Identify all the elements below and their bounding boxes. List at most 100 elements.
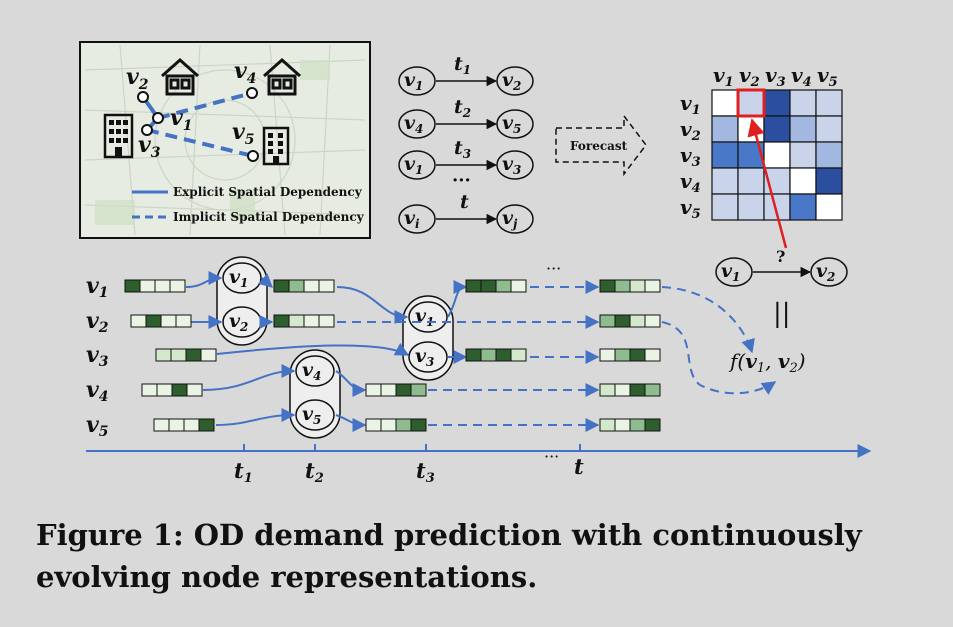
matrix-cell [815,115,843,143]
svg-text:v2: v2 [229,310,248,334]
matrix-cell [737,115,765,143]
matrix-cell [711,115,739,143]
embedding-bar [130,314,192,328]
forecast-label: Forecast [570,139,628,153]
row-label: v3 [86,342,109,370]
svg-text:v4: v4 [302,359,321,383]
map-node-v4 [246,87,258,99]
embedding-bar [465,348,527,362]
embedding-bar [599,279,661,293]
embedding-bar [599,348,661,362]
matrix-row-header: v5 [680,195,701,222]
matrix-cell [789,115,817,143]
matrix-cell [815,193,843,221]
map-node-v5 [247,150,259,162]
map-label-v4: v4 [234,58,257,87]
embedding-bar [273,279,335,293]
legend-implicit: Implicit Spatial Dependency [173,210,365,224]
embedding-bar [465,279,527,293]
dashed-flows [337,280,777,432]
interaction-ellipsis: ··· [452,170,471,191]
map-label-v3: v3 [138,132,161,161]
svg-text:vi: vi [404,207,420,231]
svg-text:?: ? [776,247,785,266]
svg-text:f(v1, v2): f(v1, v2) [728,349,806,376]
legend-explicit: Explicit Spatial Dependency [173,185,363,199]
pair-capsule-t3: v1 v3 [402,295,454,381]
row-label: v1 [86,273,109,301]
map-label-v1: v1 [170,105,193,134]
matrix-col-header: v5 [817,63,838,90]
map-node-v1 [152,112,164,124]
embedding-bars [124,279,661,432]
map-legend: Explicit Spatial Dependency Implicit Spa… [132,185,365,224]
matrix-col-header: v3 [765,63,786,90]
matrix-cell [737,193,765,221]
query-pointer-arrow [747,118,788,249]
matrix-cell [737,167,765,195]
embedding-bar [599,418,661,432]
matrix-cell [789,141,817,169]
interaction-3: v1 t3 v3 [398,137,534,180]
matrix-cell [711,193,739,221]
figure-canvas: v2 v4 v1 v3 v5 Explicit Spatial Dependen… [79,41,872,486]
svg-text:vj: vj [502,207,518,231]
embedding-bar [599,383,661,397]
map-node-v2 [137,91,149,103]
building-icon [262,126,290,166]
house-icon [263,57,301,96]
svg-text:t1: t1 [454,53,471,77]
svg-text:v2: v2 [816,260,835,284]
svg-text:v1: v1 [721,260,740,284]
tick-t1: t1 [234,458,253,486]
matrix-row-header: v2 [680,117,701,144]
matrix-cell [789,193,817,221]
matrix-row-header: v4 [680,169,701,196]
matrix-col-header: v4 [791,63,812,90]
map-node-v3 [141,124,153,136]
pair-capsule-t2: v4 v5 [289,349,341,439]
embedding-bar [365,418,427,432]
svg-text:v3: v3 [502,153,521,177]
svg-text:v1: v1 [404,69,423,93]
row-label: v5 [86,412,109,440]
svg-text:v1: v1 [404,153,423,177]
matrix-row-header: v3 [680,143,701,170]
matrix-cell [815,141,843,169]
svg-text:v5: v5 [502,112,521,136]
embedding-bar [153,418,215,432]
figure-caption: Figure 1: OD demand prediction with cont… [36,518,862,594]
matrix-cell [763,115,791,143]
matrix-cell [711,89,739,117]
pair-capsule-t1: v1 v2 [216,256,268,346]
embedding-bar [273,314,335,328]
matrix-cell [763,141,791,169]
matrix-cell [763,89,791,117]
map-panel: v2 v4 v1 v3 v5 Explicit Spatial Dependen… [79,41,371,239]
timeline-ellipsis-bottom: ··· [544,447,559,466]
matrix-cell [815,89,843,117]
query-panel: v1 ? v2 || f(v1, v2) [715,247,848,376]
interaction-list: v1 t1 v2 v4 t2 v5 v1 t3 v3 ··· vi [398,53,534,234]
building-icon [103,113,134,159]
tick-t: t [574,454,584,479]
matrix-row-header: v1 [680,91,701,118]
interaction-2: v4 t2 v5 [398,96,534,139]
tick-t2: t2 [305,458,324,486]
forecast-arrow: Forecast [555,113,647,177]
embedding-bar [365,383,427,397]
map-label-v2: v2 [126,64,149,93]
matrix-col-header: v2 [739,63,760,90]
svg-text:v5: v5 [302,403,321,427]
matrix-cell [711,167,739,195]
svg-text:v3: v3 [415,345,434,369]
matrix-cell [789,167,817,195]
svg-text:v2: v2 [502,69,521,93]
embedding-bar [599,314,661,328]
interaction-1: v1 t1 v2 [398,53,534,96]
embedding-bar [124,279,186,293]
